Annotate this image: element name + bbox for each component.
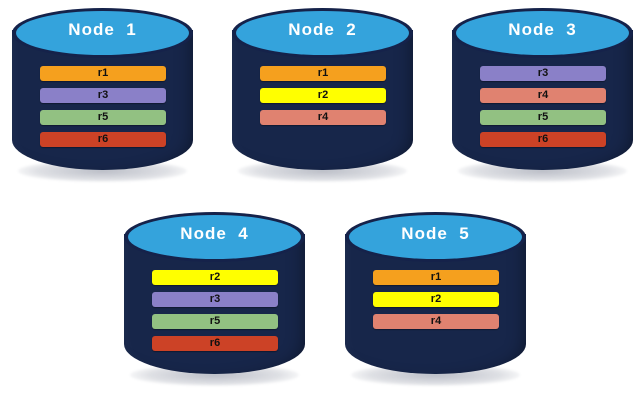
record-bar[interactable]: r2 [152, 270, 278, 285]
record-bar[interactable]: r6 [152, 336, 278, 351]
record-bar[interactable]: r1 [373, 270, 499, 285]
record-bar[interactable]: r4 [260, 110, 386, 125]
node-title: Node 4 [180, 224, 249, 243]
record-list: r1 r3 r5 r6 [40, 66, 166, 147]
record-bar[interactable]: r1 [260, 66, 386, 81]
database-node[interactable]: Node 4 r2 r3 r5 r6 [124, 212, 305, 390]
record-bar[interactable]: r3 [152, 292, 278, 307]
record-bar[interactable]: r3 [40, 88, 166, 103]
node-title: Node 2 [288, 20, 357, 39]
database-node[interactable]: Node 3 r3 r4 r5 r6 [452, 8, 633, 186]
record-bar[interactable]: r6 [40, 132, 166, 147]
record-list: r1 r2 r4 [373, 270, 499, 329]
node-title: Node 5 [401, 224, 470, 243]
record-bar[interactable]: r4 [373, 314, 499, 329]
cylinder-top-ellipse [236, 11, 409, 55]
record-list: r3 r4 r5 r6 [480, 66, 606, 147]
record-bar[interactable]: r3 [480, 66, 606, 81]
cylinder-top-ellipse [349, 215, 522, 259]
node-title: Node 3 [508, 20, 577, 39]
cylinder-top-ellipse [456, 11, 629, 55]
record-bar[interactable]: r2 [373, 292, 499, 307]
cylinder-top-ellipse [128, 215, 301, 259]
record-list: r2 r3 r5 r6 [152, 270, 278, 351]
record-bar[interactable]: r5 [480, 110, 606, 125]
database-node[interactable]: Node 5 r1 r2 r4 [345, 212, 526, 390]
record-list: r1 r2 r4 [260, 66, 386, 125]
record-bar[interactable]: r6 [480, 132, 606, 147]
database-node[interactable]: Node 1 r1 r3 r5 r6 [12, 8, 193, 186]
database-node[interactable]: Node 2 r1 r2 r4 [232, 8, 413, 186]
record-bar[interactable]: r5 [40, 110, 166, 125]
cylinder-top-ellipse [16, 11, 189, 55]
record-bar[interactable]: r2 [260, 88, 386, 103]
node-title: Node 1 [68, 20, 137, 39]
record-bar[interactable]: r4 [480, 88, 606, 103]
record-bar[interactable]: r1 [40, 66, 166, 81]
record-bar[interactable]: r5 [152, 314, 278, 329]
